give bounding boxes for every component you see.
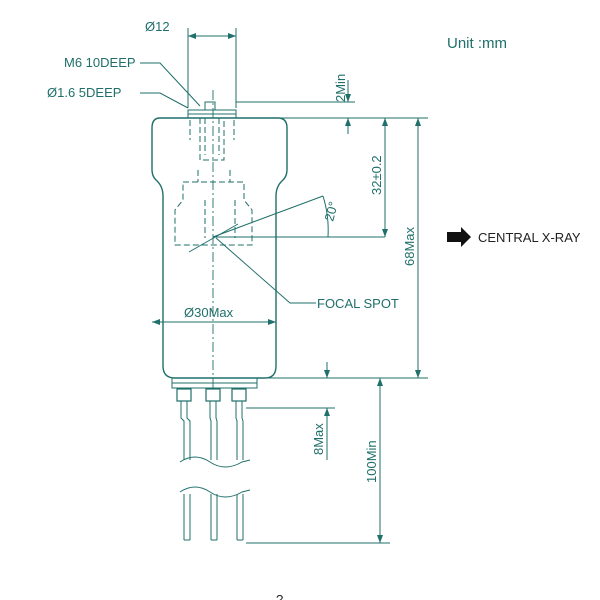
central-xray-arrow (447, 227, 471, 247)
footer-fragment: ? (276, 592, 283, 600)
hole-label: Ø1.6 5DEEP (47, 85, 121, 100)
pin-center-lower (210, 494, 218, 541)
hole-leader (140, 92, 189, 109)
focal-height-label: 32±0.2 (369, 155, 384, 195)
base-height-arrow-top (324, 370, 330, 378)
pin-right-upper (235, 401, 244, 460)
hole-side (189, 120, 235, 140)
focal-spot-label: FOCAL SPOT (317, 296, 399, 311)
top-gap-arrow-top (345, 94, 351, 102)
thread-leader (140, 62, 201, 107)
tube-body-outline (151, 117, 288, 379)
base-height-label: 8Max (311, 423, 326, 455)
lead-length-label: 100Min (364, 440, 379, 483)
body-dia-arrow-left (152, 319, 160, 325)
body-dia-arrow-right (268, 319, 276, 325)
unit-label: Unit :mm (447, 35, 507, 52)
overall-height-arrow-top (415, 118, 421, 126)
top-gap-arrow-bottom (345, 118, 351, 126)
pin-right-lower (236, 494, 244, 541)
focal-height-arrow-top (382, 118, 388, 126)
dia12-arrow-right (228, 33, 236, 39)
break-line-top (179, 456, 251, 468)
anode-neck (197, 170, 231, 182)
pin-left-upper (180, 401, 191, 460)
pin-socket-left (176, 388, 192, 402)
top-gap-label: 2Min (333, 74, 348, 102)
focal-height-arrow-bottom (382, 229, 388, 237)
angle-label: 20° (321, 200, 341, 223)
angle-line (212, 195, 324, 238)
lead-length-arrow-bottom (377, 535, 383, 543)
diameter-body-label: Ø30Max (184, 305, 234, 320)
pin-center-upper (209, 401, 218, 460)
pin-socket-center (205, 388, 221, 402)
thread-hole (199, 118, 225, 161)
top-cap (204, 101, 216, 111)
angle-arc (322, 195, 329, 238)
target-face (188, 223, 239, 253)
pin-socket-right (231, 388, 247, 402)
thread-label: M6 10DEEP (64, 55, 136, 70)
thread-inner (204, 118, 220, 155)
overall-height-label: 68Max (402, 226, 417, 266)
base-height-arrow-bottom (324, 408, 330, 416)
focal-spot-leader (215, 237, 316, 304)
diameter-top-label: Ø12 (145, 19, 170, 34)
dia12-arrow-left (188, 33, 196, 39)
anode-inner (204, 200, 236, 238)
pin-left-lower (183, 494, 191, 541)
lead-length-arrow-top (377, 378, 383, 386)
anode-block (174, 181, 253, 246)
central-xray-label: CENTRAL X-RAY (478, 230, 581, 245)
overall-height-arrow-bottom (415, 370, 421, 378)
break-line-bottom (179, 486, 251, 498)
